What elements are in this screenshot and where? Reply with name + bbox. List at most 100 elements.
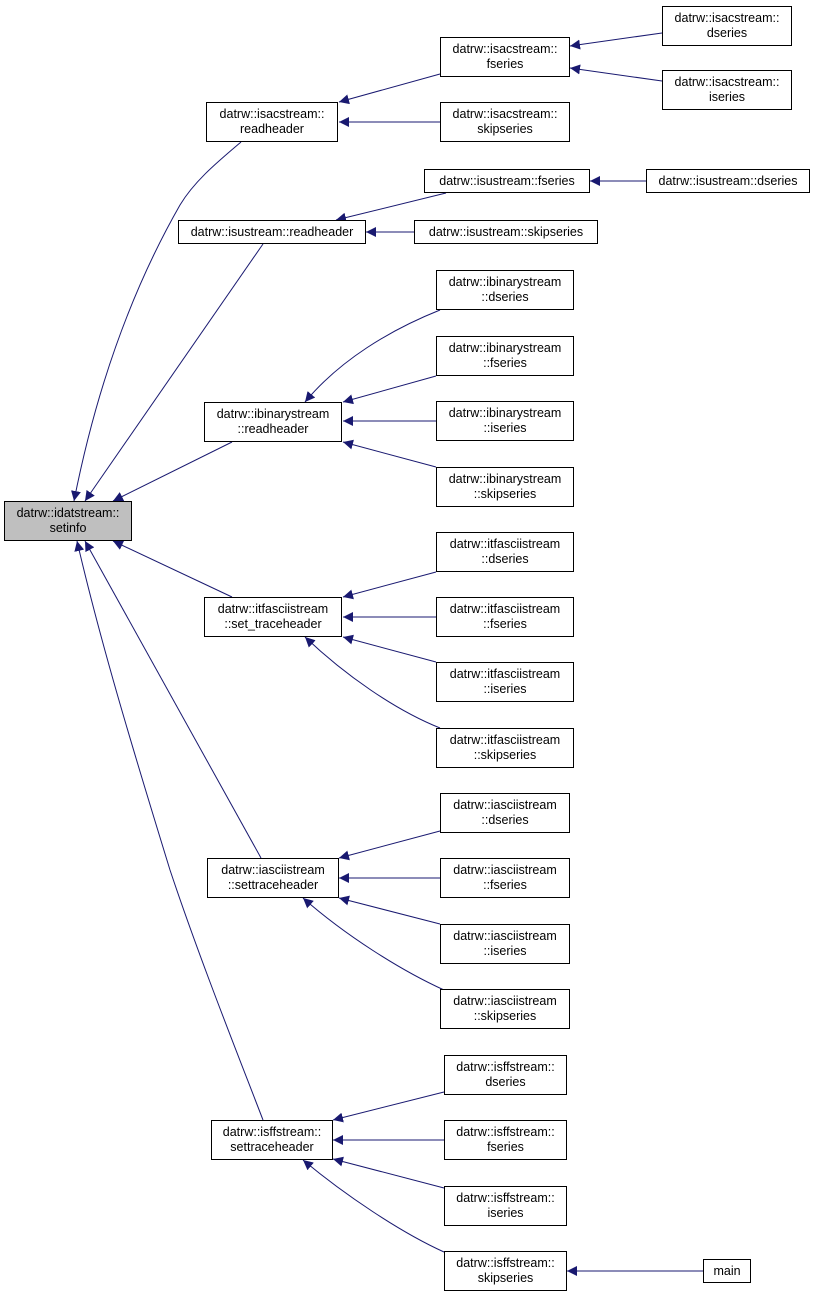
node-ibinarystream-dseries[interactable]: datrw::ibinarystream ::dseries	[436, 270, 574, 310]
node-isustream-readheader[interactable]: datrw::isustream::readheader	[178, 220, 366, 244]
node-label: dseries	[485, 1075, 526, 1089]
edge-itfa_dseries-to-itfa_settrace	[342, 571, 437, 600]
node-label: ::settraceheader	[227, 878, 319, 892]
edge-itfa_iseries-to-itfa_settrace	[342, 634, 437, 663]
node-iasciistream-fseries[interactable]: datrw::iasciistream ::fseries	[440, 858, 570, 898]
edge-isu_fseries-to-isu_readheader	[335, 192, 447, 223]
edge-isac_dseries-to-isac_fseries	[569, 32, 663, 50]
node-label: datrw::isustream::readheader	[190, 224, 354, 239]
node-label: ::dseries	[481, 813, 529, 827]
node-label: datrw::isacstream::	[674, 75, 780, 89]
node-label: ::dseries	[481, 552, 529, 566]
node-label: dseries	[706, 26, 748, 40]
node-label: datrw::isacstream::	[452, 42, 558, 56]
edge-itfa_settrace-to-idat_setinfo	[112, 540, 233, 598]
node-label: datrw::itfasciistream	[449, 602, 561, 616]
node-label: skipseries	[477, 1271, 534, 1285]
node-label: datrw::iasciistream	[221, 863, 325, 877]
node-isacstream-readheader[interactable]: datrw::isacstream:: readheader	[206, 102, 338, 142]
node-label: datrw::isffstream::	[456, 1191, 555, 1205]
node-label: datrw::isacstream::	[452, 107, 558, 121]
node-isffstream-fseries[interactable]: datrw::isffstream:: fseries	[444, 1120, 567, 1160]
node-label: datrw::isffstream::	[456, 1256, 555, 1270]
node-label: datrw::isffstream::	[456, 1060, 555, 1074]
edge-isff_dseries-to-isff_settrace	[332, 1091, 445, 1123]
node-label: iseries	[487, 1206, 524, 1220]
node-label: datrw::isustream::dseries	[658, 173, 798, 188]
node-label: setinfo	[49, 521, 87, 535]
node-isacstream-fseries[interactable]: datrw::isacstream:: fseries	[440, 37, 570, 77]
node-label: datrw::itfasciistream	[449, 733, 561, 747]
node-iasciistream-iseries[interactable]: datrw::iasciistream ::iseries	[440, 924, 570, 964]
node-label: ::iseries	[483, 421, 527, 435]
node-label: ::iseries	[483, 682, 527, 696]
node-label: datrw::isacstream::	[674, 11, 780, 25]
node-label: main	[713, 1263, 741, 1278]
node-label: datrw::isustream::skipseries	[428, 224, 584, 239]
node-itfasciistream-dseries[interactable]: datrw::itfasciistream ::dseries	[436, 532, 574, 572]
node-ibinarystream-skipseries[interactable]: datrw::ibinarystream ::skipseries	[436, 467, 574, 507]
node-isffstream-settraceheader[interactable]: datrw::isffstream:: settraceheader	[211, 1120, 333, 1160]
node-label: iseries	[708, 90, 746, 104]
node-label: datrw::iasciistream	[453, 929, 557, 943]
edge-ibin_readheader-to-idat_setinfo	[112, 441, 233, 502]
edge-isac_readheader-to-idat_setinfo	[71, 141, 242, 502]
node-isffstream-skipseries[interactable]: datrw::isffstream:: skipseries	[444, 1251, 567, 1291]
node-ibinarystream-fseries[interactable]: datrw::ibinarystream ::fseries	[436, 336, 574, 376]
edge-iasc_dseries-to-iasc_settrace	[338, 830, 441, 861]
edge-ibin_fseries-to-ibin_readheader	[342, 375, 437, 405]
edge-isff_iseries-to-isff_settrace	[332, 1156, 445, 1189]
node-label: skipseries	[477, 122, 533, 136]
node-isustream-dseries[interactable]: datrw::isustream::dseries	[646, 169, 810, 193]
node-label: datrw::itfasciistream	[217, 602, 329, 616]
node-main[interactable]: main	[703, 1259, 751, 1283]
node-itfasciistream-fseries[interactable]: datrw::itfasciistream ::fseries	[436, 597, 574, 637]
node-isacstream-dseries[interactable]: datrw::isacstream:: dseries	[662, 6, 792, 46]
edge-itfa_skipseries-to-itfa_settrace	[304, 636, 441, 729]
edge-ibin_skipseries-to-ibin_readheader	[342, 439, 437, 468]
node-isffstream-dseries[interactable]: datrw::isffstream:: dseries	[444, 1055, 567, 1095]
node-itfasciistream-iseries[interactable]: datrw::itfasciistream ::iseries	[436, 662, 574, 702]
node-label: ::fseries	[483, 878, 527, 892]
node-label: datrw::ibinarystream	[448, 472, 562, 486]
node-label: datrw::ibinarystream	[216, 407, 330, 421]
node-label: ::iseries	[483, 944, 527, 958]
node-iasciistream-skipseries[interactable]: datrw::iasciistream ::skipseries	[440, 989, 570, 1029]
node-itfasciistream-set-traceheader[interactable]: datrw::itfasciistream ::set_traceheader	[204, 597, 342, 637]
node-label: datrw::iasciistream	[453, 798, 557, 812]
node-label: fseries	[486, 57, 524, 71]
node-isacstream-skipseries[interactable]: datrw::isacstream:: skipseries	[440, 102, 570, 142]
node-ibinarystream-iseries[interactable]: datrw::ibinarystream ::iseries	[436, 401, 574, 441]
node-label: fseries	[487, 1140, 524, 1154]
node-label: datrw::iasciistream	[453, 863, 557, 877]
edge-ibin_dseries-to-ibin_readheader	[304, 309, 441, 403]
node-label: datrw::isffstream::	[456, 1125, 555, 1139]
edge-isac_iseries-to-isac_fseries	[569, 64, 663, 82]
node-isustream-fseries[interactable]: datrw::isustream::fseries	[424, 169, 590, 193]
node-iasciistream-settraceheader[interactable]: datrw::iasciistream ::settraceheader	[207, 858, 339, 898]
node-label: readheader	[240, 122, 304, 136]
node-label: datrw::itfasciistream	[449, 537, 561, 551]
node-ibinarystream-readheader[interactable]: datrw::ibinarystream ::readheader	[204, 402, 342, 442]
node-isacstream-iseries[interactable]: datrw::isacstream:: iseries	[662, 70, 792, 110]
node-label: settraceheader	[230, 1140, 314, 1154]
edge-isff_skipseries-to-isff_settrace	[302, 1159, 445, 1253]
edge-iasc_iseries-to-iasc_settrace	[338, 895, 441, 925]
node-label: ::skipseries	[473, 748, 537, 762]
node-label: ::set_traceheader	[224, 617, 322, 631]
node-label: datrw::idatstream::	[16, 506, 120, 520]
node-label: ::skipseries	[473, 487, 537, 501]
node-label: datrw::ibinarystream	[448, 341, 562, 355]
node-label: ::fseries	[483, 356, 527, 370]
node-label: datrw::isffstream::	[222, 1125, 322, 1139]
node-isustream-skipseries[interactable]: datrw::isustream::skipseries	[414, 220, 598, 244]
node-label: ::fseries	[483, 617, 527, 631]
node-label: datrw::iasciistream	[453, 994, 557, 1008]
edge-isu_readheader-to-idat_setinfo	[84, 243, 264, 502]
node-isffstream-iseries[interactable]: datrw::isffstream:: iseries	[444, 1186, 567, 1226]
node-label: ::dseries	[481, 290, 529, 304]
edge-iasc_skipseries-to-iasc_settrace	[302, 897, 445, 991]
node-iasciistream-dseries[interactable]: datrw::iasciistream ::dseries	[440, 793, 570, 833]
node-itfasciistream-skipseries[interactable]: datrw::itfasciistream ::skipseries	[436, 728, 574, 768]
